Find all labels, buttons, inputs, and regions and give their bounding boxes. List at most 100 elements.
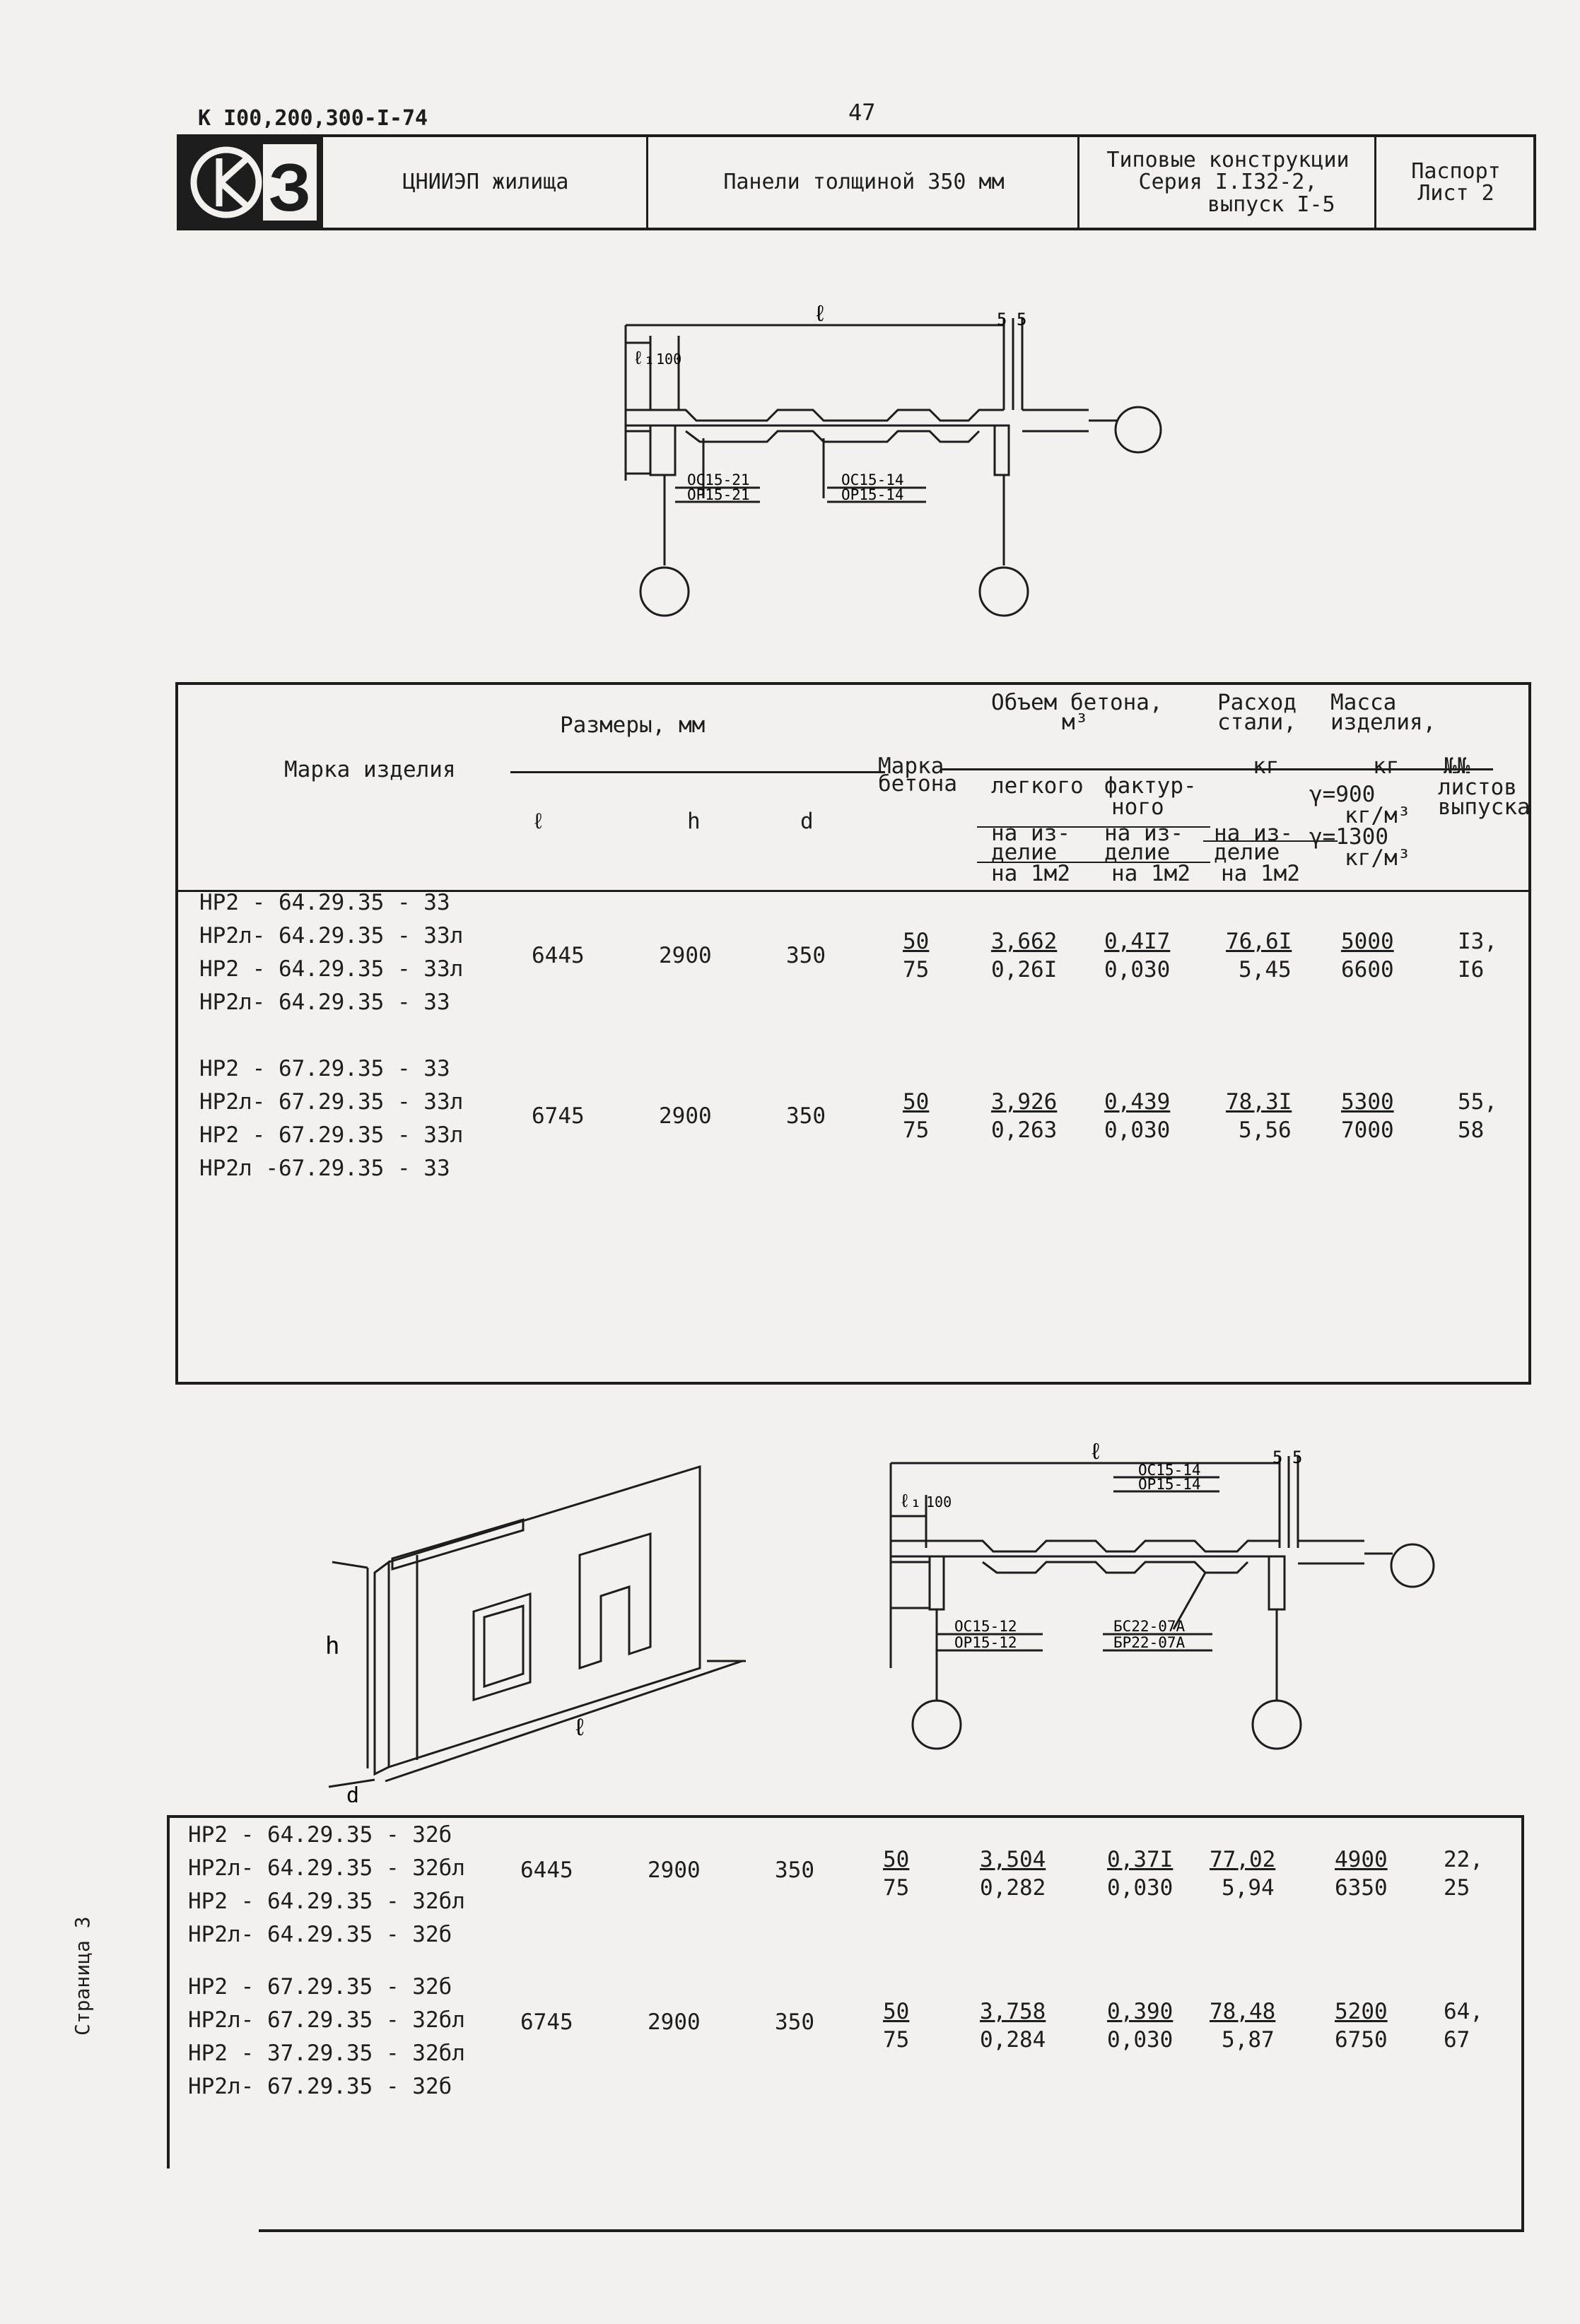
col-steel-header-1: Расход — [1217, 690, 1297, 715]
sub-per-item-b2: делие — [1104, 840, 1171, 865]
cell-steel-bot: 5,87 — [1222, 2027, 1275, 2053]
cell-fact-top: 0,390 — [1107, 1999, 1174, 2024]
col-l-header: ℓ — [532, 809, 545, 834]
dim-l-label: ℓ — [1089, 1442, 1102, 1465]
label-0c15-14: ОС15-14 — [1138, 1462, 1201, 1479]
cell-fact-bot: 0,030 — [1107, 1875, 1174, 1901]
series-info: Типовые конструкции Серия I.I32-2, выпус… — [1077, 137, 1376, 228]
cell-grade-top: 50 — [903, 929, 930, 954]
cell-l: 6445 — [520, 1858, 573, 1883]
panel-isometric-drawing: h ℓ d — [325, 1465, 746, 1802]
cell-fact-bot: 0,030 — [1104, 1117, 1171, 1143]
cell-grade-bot: 75 — [883, 1875, 910, 1901]
dim-5a-label: 5 — [997, 310, 1007, 329]
gamma-1300-unit: кг/м³ — [1345, 845, 1411, 871]
dim-5a-label: 5 — [1272, 1448, 1282, 1467]
cell-sheets-bot: I6 — [1458, 957, 1485, 982]
col-facture-header-2: ного — [1111, 794, 1164, 820]
cell-fact-top: 0,37I — [1107, 1847, 1174, 1872]
cell-fact-top: 0,4I7 — [1104, 929, 1171, 954]
col-sheets-header-1: №№ — [1444, 753, 1470, 779]
gamma-1300: γ=1300 — [1309, 824, 1388, 850]
cell-sheets-top: 22, — [1444, 1847, 1483, 1872]
cell-mass-bot: 6600 — [1341, 957, 1394, 982]
sub-per-m2-c: на 1м2 — [1221, 861, 1300, 886]
cell-sheets-bot: 67 — [1444, 2027, 1470, 2053]
sub-per-item-b1: на из- — [1104, 821, 1183, 846]
dim-l1-label: ℓ₁ — [899, 1491, 921, 1512]
cell-fact-bot: 0,030 — [1104, 957, 1171, 982]
cell-steel-top: 78,3I — [1226, 1089, 1292, 1115]
series-line-2: Серия I.I32-2, — [1138, 170, 1318, 195]
ck-logo-icon: З — [190, 144, 317, 225]
mark-row: НР2л- 64.29.35 - 33л — [199, 923, 464, 949]
dim-100-label: 100 — [926, 1493, 952, 1510]
gamma-900-unit: кг/м³ — [1345, 803, 1411, 828]
col-grade-header-2: бетона — [878, 771, 957, 797]
cell-d: 350 — [786, 1103, 826, 1129]
label-0p15-21: ОР15-21 — [687, 486, 750, 503]
cell-light-bot: 0,26I — [991, 957, 1058, 982]
cell-mass-top: 5200 — [1335, 1999, 1388, 2024]
mark-row: НР2 - 64.29.35 - 33 — [199, 890, 450, 915]
sub-per-item-c2: делие — [1214, 840, 1280, 865]
mark-row: НР2л- 67.29.35 - 32б — [188, 2074, 452, 2099]
cell-sheets-bot: 58 — [1458, 1117, 1485, 1143]
cell-mass-bot: 6350 — [1335, 1875, 1388, 1901]
cell-steel-top: 77,02 — [1210, 1847, 1276, 1872]
cell-l: 6445 — [532, 943, 585, 968]
cell-grade-bot: 75 — [903, 1117, 930, 1143]
cell-mass-top: 5000 — [1341, 929, 1394, 954]
cell-light-bot: 0,263 — [991, 1117, 1058, 1143]
cell-light-top: 3,926 — [991, 1089, 1058, 1115]
cell-h: 2900 — [648, 2009, 701, 2035]
label-0p15-12: ОР15-12 — [954, 1634, 1017, 1651]
mark-row: НР2л -67.29.35 - 33 — [199, 1156, 450, 1181]
cell-sheets-top: 64, — [1444, 1999, 1483, 2024]
label-0p15-14: ОР15-14 — [1138, 1476, 1201, 1493]
label-0c15-14: ОС15-14 — [841, 471, 904, 488]
col-facture-header-1: фактур- — [1104, 773, 1197, 799]
sheet-line-2: Лист 2 — [1417, 181, 1494, 206]
iso-d-label: d — [346, 1783, 359, 1802]
col-steel-unit: кг — [1253, 753, 1280, 779]
cell-grade-bot: 75 — [903, 957, 930, 982]
cell-mass-top: 5300 — [1341, 1089, 1394, 1115]
col-steel-header-2: стали, — [1217, 710, 1297, 735]
products-table-2: НР2 - 64.29.35 - 32б НР2л- 64.29.35 - 32… — [167, 1815, 1524, 2232]
cell-d: 350 — [786, 943, 826, 968]
col-volume-header-1: Объем бетона, — [991, 690, 1163, 715]
col-mass-header-2: изделия, — [1330, 710, 1436, 735]
cell-sheets-top: I3, — [1458, 929, 1497, 954]
cell-l: 6745 — [520, 2009, 573, 2035]
dim-100-label: 100 — [656, 351, 681, 368]
cell-sheets-top: 55, — [1458, 1089, 1497, 1115]
cell-grade-bot: 75 — [883, 2027, 910, 2053]
cell-grade-top: 50 — [883, 1847, 910, 1872]
sub-per-item-c1: на из- — [1214, 821, 1293, 846]
document-code: К I00,200,300-I-74 — [198, 106, 428, 131]
cell-h: 2900 — [659, 1103, 712, 1129]
cell-l: 6745 — [532, 1103, 585, 1129]
cell-steel-bot: 5,56 — [1239, 1117, 1292, 1143]
label-0c15-12: ОС15-12 — [954, 1618, 1017, 1635]
dim-l-label: ℓ — [813, 304, 826, 327]
mark-row: НР2 - 67.29.35 - 32б — [188, 1974, 452, 2000]
org-logo: З — [180, 137, 321, 228]
plan-section-drawing-top: ℓ ℓ₁ 100 5 5 ОС15-21 ОР15-21 ОС15-14 ОР1… — [624, 304, 1162, 617]
dim-5b-label: 5 — [1292, 1448, 1302, 1467]
cell-h: 2900 — [648, 1858, 701, 1883]
title-block: З ЦНИИЭП жилища Панели толщиной 350 мм Т… — [177, 134, 1536, 230]
iso-l-label: ℓ — [573, 1713, 587, 1742]
cell-steel-top: 78,48 — [1210, 1999, 1276, 2024]
col-volume-header-2: м³ — [1062, 710, 1089, 735]
sheet-info: Паспорт Лист 2 — [1374, 137, 1535, 228]
dim-l1-label: ℓ₁ — [633, 348, 655, 369]
cell-light-top: 3,662 — [991, 929, 1058, 954]
mark-row: НР2л- 64.29.35 - 32бл — [188, 1855, 465, 1881]
gamma-900: γ=900 — [1309, 782, 1376, 807]
mark-row: НР2л- 67.29.35 - 33л — [199, 1089, 464, 1115]
sub-per-m2-a: на 1м2 — [991, 861, 1070, 886]
col-mark-header: Марка изделия — [284, 757, 456, 782]
mark-row: НР2 - 67.29.35 - 33 — [199, 1056, 450, 1081]
